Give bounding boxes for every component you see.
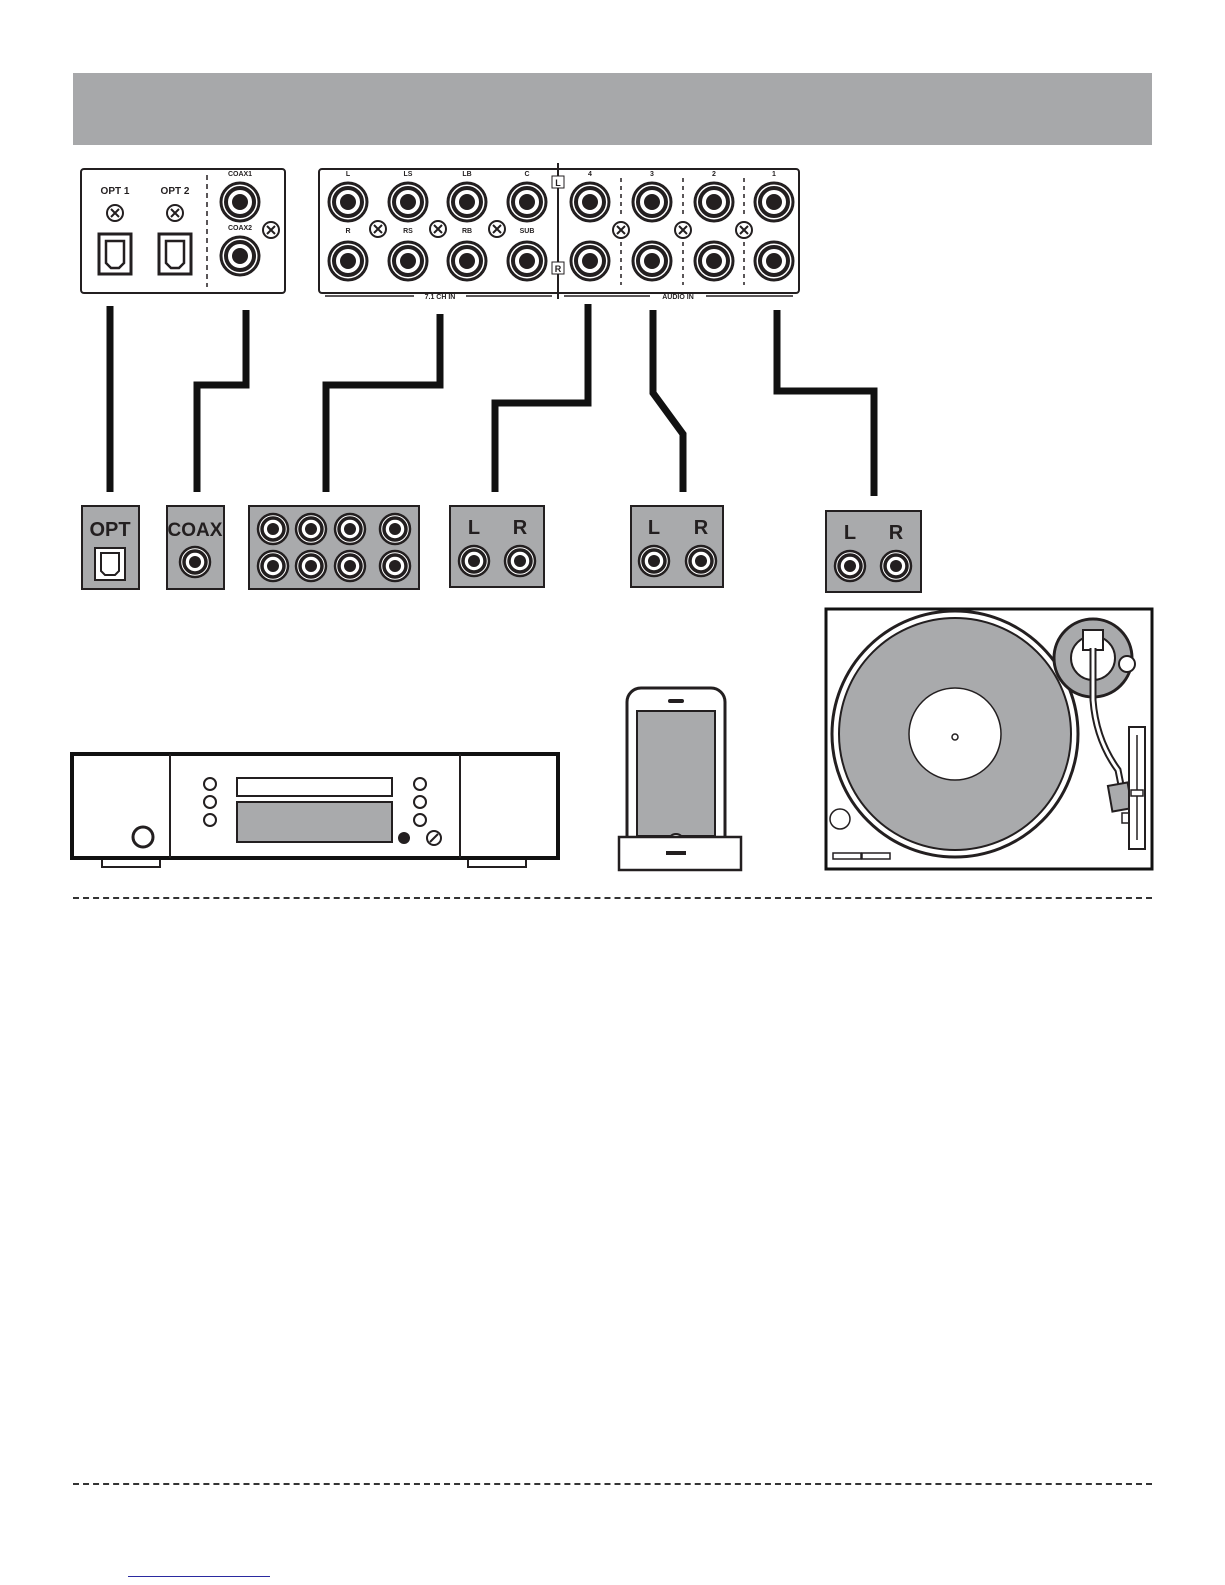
rca-jack-icon — [881, 551, 911, 581]
rca-jack-icon — [296, 551, 326, 581]
tile-stereo1-r: R — [513, 517, 528, 539]
tile-stereo-1: L R — [450, 506, 544, 587]
rca-jack-icon — [258, 551, 288, 581]
ch-label-r: R — [345, 228, 350, 235]
rca-jack-icon — [335, 514, 365, 544]
rca-jack-icon — [448, 242, 486, 280]
rca-jack-icon — [180, 547, 210, 577]
section-label-audio-in: AUDIO IN — [662, 294, 694, 301]
rca-jack-icon — [686, 546, 716, 576]
cd-player-icon — [72, 754, 558, 867]
analog-input-panel: L LS LB C R RS RB SUB 7.1 CH IN L R 4 3 … — [319, 163, 799, 301]
rca-jack-icon — [459, 546, 489, 576]
side-label-r: R — [555, 264, 562, 274]
section-label-71ch: 7.1 CH IN — [425, 294, 456, 301]
optical-jack-icon — [159, 234, 191, 274]
rca-jack-icon — [389, 242, 427, 280]
rca-jack-icon — [448, 183, 486, 221]
audio-col-1: 1 — [772, 171, 776, 178]
tile-stereo1-l: L — [468, 517, 480, 539]
dashed-divider-bottom — [73, 1483, 1152, 1485]
tile-stereo2-l: L — [648, 517, 660, 539]
tile-coax-label: COAX — [168, 520, 223, 541]
ch-label-c: C — [524, 171, 529, 178]
cable-coax — [197, 310, 246, 492]
tile-stereo2-r: R — [694, 517, 709, 539]
opt2-label: OPT 2 — [161, 186, 190, 197]
coax1-jack-icon — [221, 183, 259, 221]
coax2-jack-icon — [221, 237, 259, 275]
audio-col-2: 2 — [712, 171, 716, 178]
rca-jack-icon — [633, 183, 671, 221]
turntable-icon — [826, 609, 1152, 869]
optical-jack-icon — [101, 553, 119, 575]
audio-col-4: 4 — [588, 171, 592, 178]
rca-jack-icon — [505, 546, 535, 576]
rca-jack-icon — [755, 242, 793, 280]
screw-icon — [430, 221, 446, 237]
rca-jack-icon — [571, 183, 609, 221]
cable-71ch — [326, 314, 440, 492]
screw-icon — [167, 205, 183, 221]
tile-stereo-3: L R — [826, 511, 921, 592]
rca-jack-icon — [695, 242, 733, 280]
rca-jack-icon — [380, 514, 410, 544]
rca-jack-icon — [380, 551, 410, 581]
digital-input-panel: OPT 1 OPT 2 COAX1 COAX2 — [81, 169, 285, 293]
rca-jack-icon — [755, 183, 793, 221]
rca-jack-icon — [695, 183, 733, 221]
screw-icon — [613, 222, 629, 238]
tile-opt: OPT — [82, 506, 139, 589]
rca-jack-icon — [835, 551, 865, 581]
audio-col-3: 3 — [650, 171, 654, 178]
screw-icon — [370, 221, 386, 237]
tile-stereo3-l: L — [844, 522, 856, 544]
rca-jack-icon — [508, 242, 546, 280]
phone-dock-icon — [619, 688, 741, 870]
cable-audio1 — [777, 310, 874, 496]
screw-icon — [263, 222, 279, 238]
rca-jack-icon — [633, 242, 671, 280]
screw-icon — [736, 222, 752, 238]
ch-label-lb: LB — [462, 171, 471, 178]
tile-coax: COAX — [167, 506, 224, 589]
tile-opt-label: OPT — [89, 519, 130, 541]
opt1-label: OPT 1 — [101, 186, 130, 197]
cable-audio4 — [495, 304, 588, 492]
ch-label-ls: LS — [404, 171, 413, 178]
screw-icon — [675, 222, 691, 238]
tile-stereo-2: L R — [631, 506, 723, 587]
side-label-l: L — [555, 178, 561, 188]
rca-jack-icon — [329, 183, 367, 221]
tile-71ch — [249, 506, 419, 589]
rca-jack-icon — [571, 242, 609, 280]
screw-icon — [107, 205, 123, 221]
coax2-label: COAX2 — [228, 225, 252, 232]
rca-jack-icon — [389, 183, 427, 221]
footer-underline — [128, 1576, 270, 1577]
rca-jack-icon — [258, 514, 288, 544]
dashed-divider-top — [73, 897, 1152, 899]
cables — [110, 304, 874, 496]
rca-jack-icon — [639, 546, 669, 576]
rca-jack-icon — [296, 514, 326, 544]
cable-audio3 — [653, 310, 683, 492]
coax1-label: COAX1 — [228, 171, 252, 178]
ch-label-rs: RS — [403, 228, 413, 235]
optical-jack-icon — [99, 234, 131, 274]
rca-jack-icon — [508, 183, 546, 221]
ch-label-l: L — [346, 171, 351, 178]
ch-label-sub: SUB — [520, 228, 535, 235]
ch-label-rb: RB — [462, 228, 472, 235]
rca-jack-icon — [329, 242, 367, 280]
rca-jack-icon — [335, 551, 365, 581]
tile-stereo3-r: R — [889, 522, 904, 544]
screw-icon — [489, 221, 505, 237]
